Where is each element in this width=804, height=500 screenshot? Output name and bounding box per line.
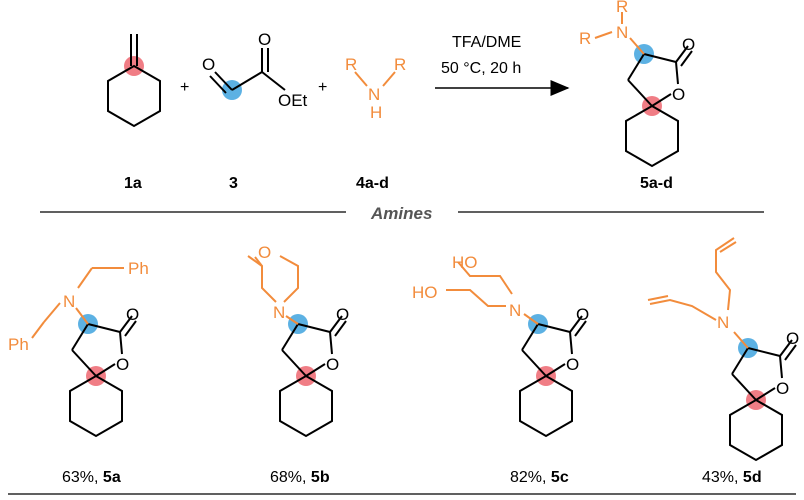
compound-label-1a: 1a	[124, 175, 142, 192]
product-5c-ho-2: HO	[412, 283, 438, 302]
product-5a-structure	[31, 267, 137, 437]
product-5b-structure	[247, 255, 347, 437]
secondary-amine-structure	[354, 71, 396, 87]
section-header-amines: Amines	[370, 204, 432, 223]
product-5c-structure	[446, 261, 587, 437]
product-ring-o: O	[672, 85, 685, 104]
product-5c-yield: 82%, 5c	[510, 469, 569, 486]
product-5a-d-structure	[594, 12, 693, 167]
methylenecyclohexane-structure	[107, 34, 161, 128]
product-5d-n: N	[717, 313, 729, 332]
product-5b-carbonyl-o: O	[336, 305, 349, 324]
amine-h: H	[370, 103, 382, 122]
compound-label-5a-d: 5a-d	[640, 175, 673, 192]
plus-sign: +	[318, 79, 327, 96]
product-r1: R	[579, 29, 591, 48]
product-r2: R	[616, 0, 628, 16]
product-5b-morpholine-o: O	[258, 243, 271, 262]
product-5d-structure	[647, 237, 797, 461]
amine-n: N	[368, 85, 380, 104]
product-5a-ph-2: Ph	[8, 335, 29, 354]
ethyl-glyoxylate-structure	[209, 48, 286, 100]
product-5c-ring-o: O	[566, 355, 579, 374]
product-5c-n: N	[509, 301, 521, 320]
product-5a-ph-1: Ph	[128, 259, 149, 278]
product-5b-yield: 68%, 5b	[270, 469, 330, 486]
glyoxylate-carbonyl-o: O	[258, 30, 271, 49]
product-5a-ring-o: O	[116, 355, 129, 374]
product-5d-carbonyl-o: O	[786, 329, 799, 348]
glyoxylate-oet: OEt	[278, 91, 308, 110]
plus-sign: +	[180, 79, 189, 96]
glyoxylate-aldehyde-o: O	[202, 55, 215, 74]
conditions-temperature-time: 50 °C, 20 h	[441, 60, 521, 77]
amine-r1: R	[345, 55, 357, 74]
product-5c-ho-1: HO	[452, 253, 478, 272]
product-carbonyl-o: O	[682, 35, 695, 54]
product-5b-n: N	[273, 303, 285, 322]
product-5b-ring-o: O	[326, 355, 339, 374]
product-5d-yield: 43%, 5d	[702, 469, 762, 486]
product-n: N	[616, 23, 628, 42]
compound-label-3: 3	[229, 175, 238, 192]
conditions-reagents: TFA/DME	[452, 34, 521, 51]
product-5a-n: N	[63, 292, 75, 311]
compound-label-4a-d: 4a-d	[356, 175, 389, 192]
product-5a-yield: 63%, 5a	[62, 469, 121, 486]
product-5c-carbonyl-o: O	[576, 305, 589, 324]
product-5d-ring-o: O	[776, 379, 789, 398]
product-5a-carbonyl-o: O	[126, 305, 139, 324]
amine-r2: R	[394, 55, 406, 74]
